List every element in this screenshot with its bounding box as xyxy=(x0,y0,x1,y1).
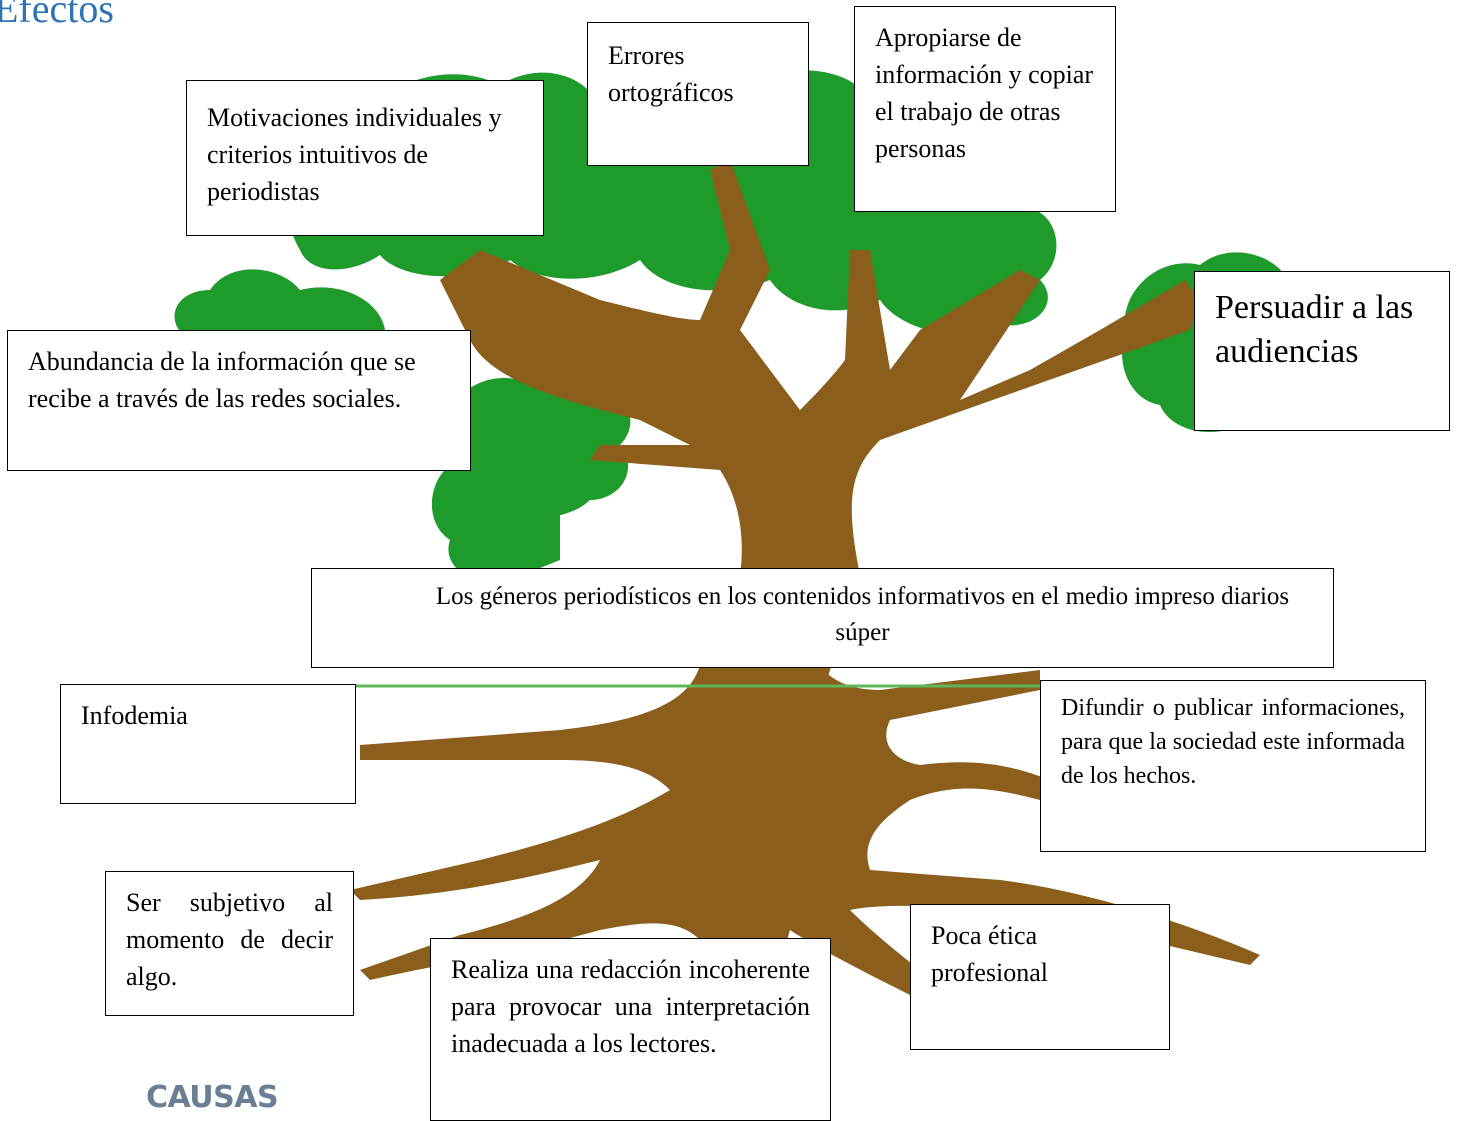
cause-difundir: Difundir o publicar informaciones, para … xyxy=(1040,680,1426,852)
effects-title: Efectos xyxy=(0,0,114,31)
effect-motivaciones-text: Motivaciones individuales y criterios in… xyxy=(207,103,502,206)
cause-redaccion: Realiza una redacción incoherente para p… xyxy=(430,938,831,1121)
effect-apropiarse: Apropiarse de información y copiar el tr… xyxy=(854,6,1116,212)
effect-errores-text: Errores ortográficos xyxy=(608,41,734,107)
central-problem: Los géneros periodísticos en los conteni… xyxy=(311,568,1334,668)
central-problem-text: Los géneros periodísticos en los conteni… xyxy=(435,583,1290,646)
effect-persuadir-text: Persuadir a las audiencias xyxy=(1215,289,1414,370)
cause-infodemia-text: Infodemia xyxy=(81,701,188,730)
effect-apropiarse-text: Apropiarse de información y copiar el tr… xyxy=(875,23,1094,163)
effect-abundancia-text: Abundancia de la información que se reci… xyxy=(28,347,416,413)
tree-trunk xyxy=(440,160,1200,575)
effect-persuadir: Persuadir a las audiencias xyxy=(1194,271,1450,431)
cause-redaccion-text: Realiza una redacción incoherente para p… xyxy=(451,955,810,1058)
cause-subjetivo-text: Ser subjetivo al momento de decir algo. xyxy=(126,888,333,991)
causes-label: CAUSAS xyxy=(146,1080,279,1115)
cause-subjetivo: Ser subjetivo al momento de decir algo. xyxy=(105,871,354,1016)
cause-infodemia: Infodemia xyxy=(60,684,356,804)
effect-abundancia: Abundancia de la información que se reci… xyxy=(7,330,471,471)
cause-difundir-text: Difundir o publicar informaciones, para … xyxy=(1061,695,1405,789)
effect-motivaciones: Motivaciones individuales y criterios in… xyxy=(186,80,544,236)
effect-errores: Errores ortográficos xyxy=(587,22,809,166)
cause-etica-text: Poca ética profesional xyxy=(931,921,1048,987)
cause-etica: Poca ética profesional xyxy=(910,904,1170,1050)
